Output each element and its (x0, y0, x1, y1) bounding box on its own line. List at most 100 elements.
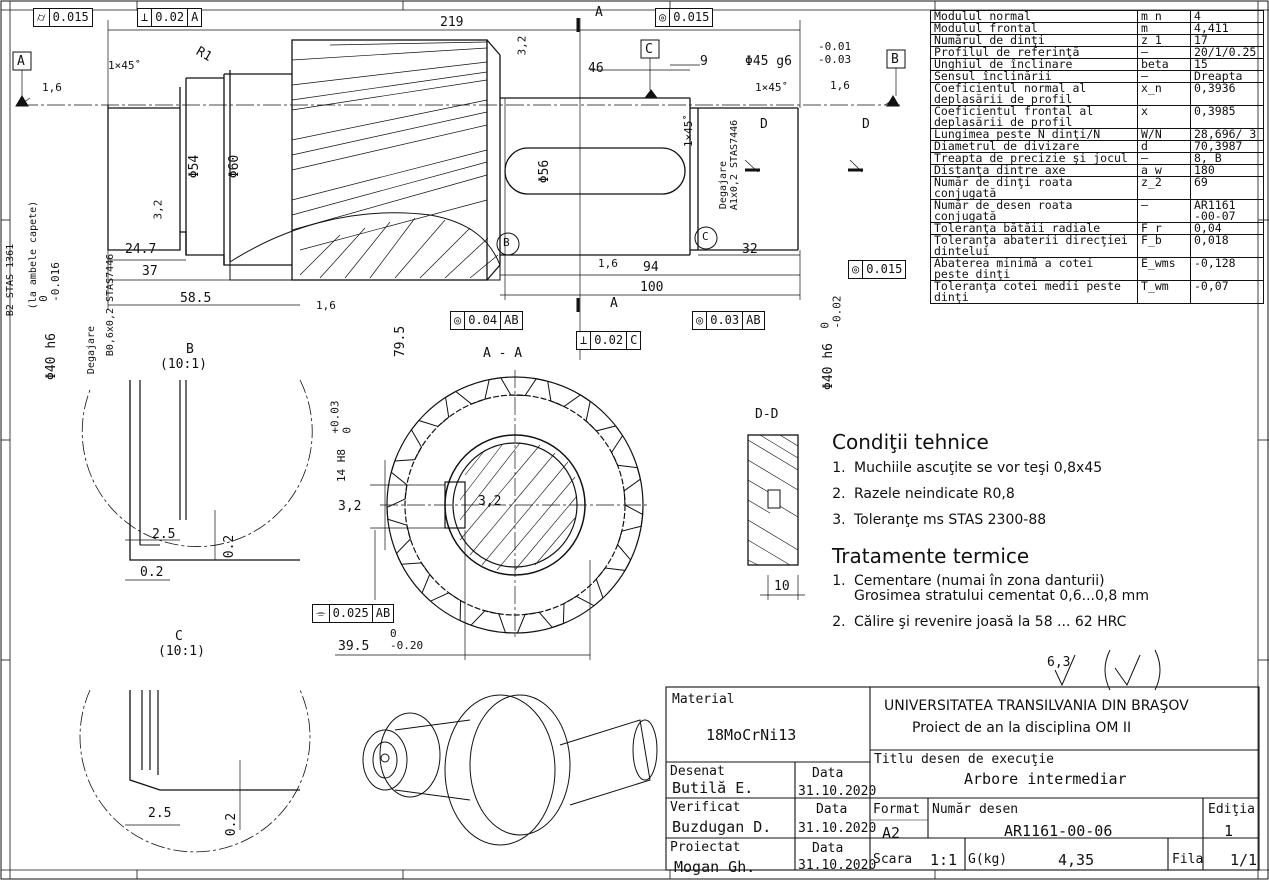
tb-date: 31.10.2020 (798, 784, 877, 799)
fcf-top-left: ⌭ 0.015 (33, 8, 93, 27)
note-undercut-left-std: B0,6x0,2 STAS7446 (105, 253, 117, 357)
tb-date-2: 31.10.2020 (798, 821, 877, 836)
heat-treatment: Tratamente termice Cementare (numai în z… (832, 544, 1149, 640)
param-value: -0,128 (1190, 257, 1264, 281)
section-aa-hatch (459, 442, 578, 571)
fcf-value: 0.015 (673, 10, 710, 24)
fcf-datum: AB (375, 606, 391, 620)
tb-drawing-no-label: Număr desen (932, 802, 1019, 817)
note-undercut-right: Degajare (718, 160, 730, 210)
note-phi40-right: Φ40 h6 (820, 343, 836, 390)
circular-runout-icon: ◎ (656, 9, 671, 26)
dim-phi56: Φ56 (537, 159, 553, 184)
rough-1-6-mid: 1,6 (598, 257, 618, 270)
dim-14h8-tol: +0.03 0 (328, 400, 354, 434)
dim-32: 32 (742, 242, 758, 257)
condition-item: Muchiile ascuţite se vor teşi 0,8x45 (850, 460, 1102, 476)
tb-material: 18MoCrNi13 (706, 726, 797, 744)
fcf-datum: AB (504, 313, 519, 327)
shaft-section-hatch (229, 212, 501, 281)
dim-10: 10 (774, 579, 790, 594)
datum-a-label: A (17, 54, 25, 69)
dim-24-7: 24.7 (125, 242, 157, 257)
detail-b-dim-0-2-h: 0.2 (140, 565, 164, 580)
detail-b-view (81, 379, 313, 581)
heat-item: Călire şi revenire joasă la 58 ... 62 HR… (850, 614, 1149, 630)
datum-c-label: C (645, 42, 653, 57)
perpendicularity-icon: ⊥ (138, 9, 153, 26)
param-name: Coeficientul frontal al deplasării de pr… (930, 105, 1138, 129)
detail-c-dim-2-5: 2.5 (148, 806, 172, 821)
datum-b-triangle (886, 95, 900, 107)
param-value: 0,3936 (1190, 82, 1264, 106)
tb-date-label: Data (812, 766, 844, 781)
title-block-grid (665, 686, 1260, 871)
circular-runout-icon: ◎ (849, 261, 864, 278)
detail-c-scale: (10:1) (158, 644, 205, 659)
section-a-top: A (595, 5, 603, 20)
detail-c-title: C (175, 629, 183, 644)
detail-b-letter: B (503, 236, 510, 249)
param-value: 70,3987 (1190, 140, 1264, 153)
rough-1-6-right: 1,6 (830, 79, 850, 92)
tb-title-label: Titlu desen de execuţie (874, 752, 1055, 767)
detail-b-marker (496, 232, 520, 256)
param-name: Toleranţa cotei medii peste dinţi (930, 280, 1138, 304)
tb-checked-label: Verificat (670, 800, 741, 815)
rough-3-2-aa-left: 3,2 (338, 499, 362, 514)
tb-date-label-2: Data (816, 802, 848, 817)
fcf-bottom-perp: ⊥ 0.02 C (576, 331, 642, 350)
general-roughness-value: 6,3 (1047, 655, 1071, 670)
section-d-right: D (862, 117, 870, 132)
fcf-value: 0.04 (465, 312, 502, 329)
fcf-bottom-conc1: ◎ 0.04 AB (450, 311, 523, 330)
tb-material-label: Material (672, 692, 735, 707)
section-d-left: D (760, 117, 768, 132)
note-phi40-right-tol: 0 -0.02 (818, 295, 844, 329)
tb-checked-name: Buzdugan D. (672, 818, 772, 836)
dim-58-5: 58.5 (180, 291, 212, 306)
param-row: Coeficientul normal al deplasării de pro… (930, 82, 1264, 106)
param-value: 69 (1190, 176, 1264, 200)
fcf-datum: AB (746, 313, 761, 327)
param-value: 8, B (1190, 152, 1264, 165)
detail-b-dim-0-2-v: 0.2 (222, 534, 238, 559)
detail-b-dim-2-5: 2.5 (152, 527, 176, 542)
param-symbol: x (1137, 105, 1191, 129)
dim-39-5: 39.5 (338, 639, 370, 654)
condition-item: Toleranţe ms STAS 2300-88 (850, 512, 1102, 528)
gear-teeth-lines (291, 41, 488, 251)
tb-drawn-name: Butilă E. (672, 779, 754, 797)
dim-94: 94 (643, 260, 659, 275)
heat-title: Tratamente termice (832, 544, 1030, 568)
detail-b-title: B (186, 342, 194, 357)
rough-3-2-top: 3,2 (515, 35, 529, 56)
tb-sheet: 1/1 (1230, 851, 1258, 869)
param-row: Coeficientul frontal al deplasării de pr… (930, 105, 1264, 129)
tb-format: A2 (882, 824, 901, 842)
perpendicularity-icon: ⊥ (577, 332, 592, 349)
tb-edition-label: Ediţia (1208, 802, 1255, 817)
datum-b-label: B (891, 52, 899, 67)
tb-project: Proiect de an la disciplina OM II (912, 720, 1132, 736)
dim-phi54: Φ54 (187, 154, 203, 179)
param-name: Număr de dinţi roata conjugată (930, 176, 1138, 200)
tb-weight-label: G(kg) (968, 852, 1008, 867)
detail-b-scale: (10:1) (160, 357, 207, 372)
dim-chamfer-right: 1×45˚ (755, 81, 789, 94)
datum-c-triangle (644, 89, 658, 99)
datum-a-triangle (15, 95, 29, 107)
note-undercut-right-std: A1x0,2 STAS7446 (729, 119, 741, 211)
param-name: Abaterea minimă a cotei peste dinţi (930, 257, 1138, 281)
param-value: 4,411 (1190, 22, 1264, 35)
tb-drawing-no: AR1161-00-06 (1004, 822, 1113, 840)
tb-format-label: Format (873, 802, 920, 817)
section-dd-title: D-D (755, 407, 779, 422)
